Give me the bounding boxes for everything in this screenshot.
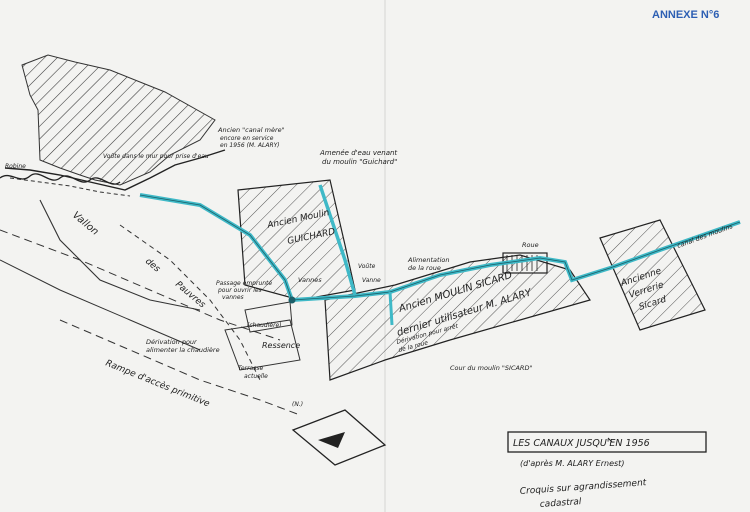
label-voute: Voûte dans le mur pour prise d'eau: [103, 153, 209, 160]
annexe-label: ANNEXE N°6: [652, 9, 719, 21]
legend-box: [507, 431, 707, 453]
label-cour: Cour du moulin "SICARD": [450, 364, 532, 372]
ancien-canal-mere-core: [139, 194, 293, 301]
label-vallon: Vallon: [70, 210, 100, 238]
label-ancien-canal-2: encore en service: [220, 135, 274, 142]
label-roue: Roue: [522, 241, 539, 249]
legend-croquis: Croquis sur agrandissement: [520, 478, 648, 497]
label-robine: Robine: [5, 163, 26, 170]
label-passage: Passage emprunté: [216, 280, 272, 287]
terrasse-outline: [224, 319, 301, 371]
label-voute-small: Voûte: [358, 263, 376, 270]
label-vanne: Vanne: [362, 277, 381, 284]
label-ancien-canal: Ancien "canal mère": [217, 126, 285, 134]
label-derivation-alim-2: alimenter la chaudière: [146, 346, 220, 354]
north-arrow-icon: [318, 432, 345, 448]
label-terrasse: Terrasse: [238, 365, 263, 372]
vanne-marker: [288, 296, 296, 304]
label-amenee: Amenée d'eau venant: [319, 149, 397, 157]
label-derivation-alim: Dérivation pour: [146, 338, 198, 346]
label-nord: (N.): [292, 401, 303, 408]
label-passage-2: pour ouvrir les: [217, 287, 262, 294]
moulin-sicard-building: [324, 254, 591, 381]
cliff-edge-lower: [9, 177, 131, 197]
label-canal-moulins: canal des moulins: [676, 222, 734, 250]
vallon-edge-upper: [0, 229, 281, 341]
rampe-edge: [59, 319, 301, 416]
derivation-arret-canal: [388, 291, 394, 326]
label-alimentation-2: de la roue: [408, 264, 441, 272]
chaudiere-outline: [244, 301, 293, 333]
label-vannes: Vannes: [298, 276, 322, 284]
robine-water: [0, 173, 121, 185]
label-amenee-2: du moulin "Guichard": [322, 158, 397, 166]
label-rampe: Rampe d'accès primitive: [104, 358, 212, 410]
vallon-edge-lower: [0, 259, 201, 351]
amenee-guichard: [318, 184, 357, 296]
vallon-bank: [39, 199, 201, 311]
label-ancien-canal-3: en 1956 (M. ALARY): [220, 142, 280, 149]
cliff-edge: [4, 149, 226, 191]
legend-mark: [607, 437, 613, 443]
legend-title: LES CANAUX JUSQU'EN 1956: [513, 438, 650, 449]
legend-after: (d'après M. ALARY Ernest): [520, 458, 624, 468]
north-arrow-box: [291, 409, 387, 466]
label-ressence: Ressence: [262, 341, 300, 350]
label-chaudiere: (chaudière): [247, 322, 282, 329]
verrerie-building: [599, 219, 706, 331]
label-terrasse-2: actuelle: [244, 373, 268, 380]
label-alimentation: Alimentation: [407, 256, 450, 264]
label-passage-3: vannes: [222, 294, 244, 301]
legend-cadastre: cadastral: [540, 497, 583, 510]
path-dashed: [119, 224, 261, 381]
label-des: des: [143, 257, 162, 275]
canal-principal-core: [291, 221, 741, 301]
rock-mass: [21, 54, 216, 186]
